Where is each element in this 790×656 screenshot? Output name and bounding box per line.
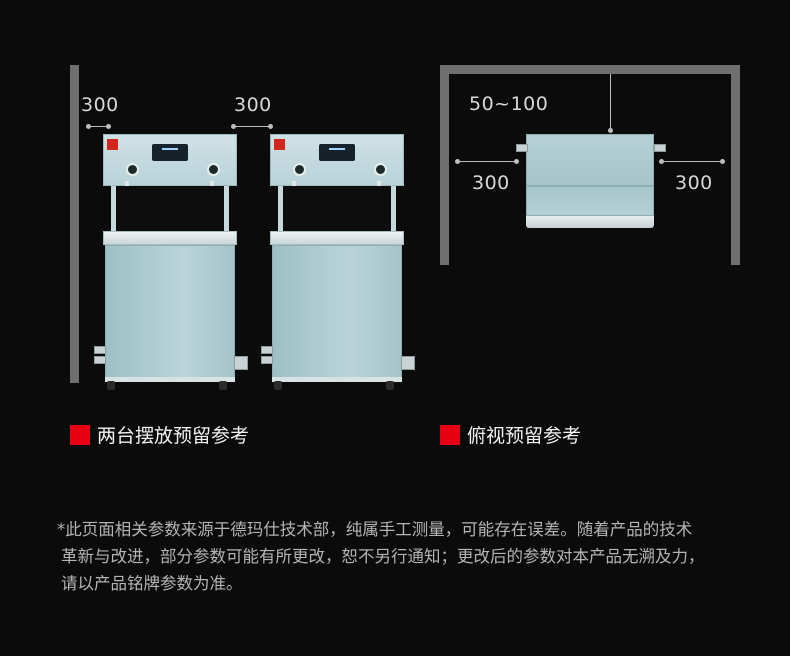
inlet-pipe-icon bbox=[261, 346, 273, 354]
knob-icon bbox=[126, 163, 139, 176]
water-dispenser-1 bbox=[94, 134, 248, 390]
dim-dot bbox=[659, 159, 664, 164]
caption-top-view: 俯视预留参考 bbox=[440, 421, 581, 448]
caption-two-units: 两台摆放预留参考 bbox=[70, 421, 249, 448]
tap-icon bbox=[377, 181, 381, 189]
tap-icon bbox=[292, 181, 296, 189]
cabinet-base bbox=[105, 377, 235, 382]
pipe-icon bbox=[516, 144, 528, 152]
dim-dot bbox=[514, 159, 519, 164]
brand-logo bbox=[274, 139, 285, 150]
drip-ledge bbox=[270, 231, 404, 245]
cup-recess bbox=[111, 186, 229, 232]
inlet-pipe-icon bbox=[94, 356, 106, 364]
caption-text: 两台摆放预留参考 bbox=[97, 425, 250, 447]
cabinet-base bbox=[272, 377, 402, 382]
dim-line-right-gap bbox=[661, 161, 723, 162]
dim-dot bbox=[231, 124, 236, 129]
cup-recess bbox=[278, 186, 396, 232]
dim-line-back-gap bbox=[610, 74, 611, 131]
dim-label-machine-gap: 300 bbox=[234, 94, 272, 116]
disclaimer-line-1: *此页面相关参数来源于德玛仕技术部，纯属手工测量，可能存在误差。随着产品的技术 bbox=[57, 520, 693, 539]
dim-line-left-gap bbox=[456, 161, 518, 162]
wheel-icon bbox=[219, 381, 227, 390]
red-square-icon bbox=[440, 424, 460, 445]
wheel-icon bbox=[274, 381, 282, 390]
dim-dot bbox=[86, 124, 91, 129]
dim-label-right-gap: 300 bbox=[675, 172, 713, 194]
back-wall bbox=[440, 65, 740, 74]
dim-label-back-gap: 50~100 bbox=[469, 93, 549, 115]
dim-label-wall-gap: 300 bbox=[81, 94, 119, 116]
inlet-pipe-icon bbox=[261, 356, 273, 364]
display-screen bbox=[152, 144, 188, 161]
display-screen bbox=[319, 144, 355, 161]
right-side-wall bbox=[731, 65, 740, 265]
drip-ledge bbox=[103, 231, 237, 245]
dim-dot bbox=[720, 159, 725, 164]
disclaimer-note: *此页面相关参数来源于德玛仕技术部，纯属手工测量，可能存在误差。随着产品的技术 … bbox=[57, 516, 757, 597]
water-dispenser-2 bbox=[261, 134, 415, 390]
brand-logo bbox=[107, 139, 118, 150]
caption-text: 俯视预留参考 bbox=[467, 425, 582, 447]
unit-front-ledge bbox=[526, 216, 654, 228]
wheel-icon bbox=[386, 381, 394, 390]
knob-icon bbox=[374, 163, 387, 176]
tap-icon bbox=[210, 181, 214, 189]
dim-dot bbox=[455, 159, 460, 164]
disclaimer-line-2: 革新与改进，部分参数可能有所更改，恕不另行通知；更改后的参数对本产品无溯及力， bbox=[61, 547, 705, 566]
dim-dot bbox=[608, 128, 613, 133]
outlet-pipe-icon bbox=[401, 356, 415, 370]
left-wall bbox=[70, 65, 79, 383]
dim-line-wall-gap bbox=[86, 126, 110, 127]
dim-dot bbox=[106, 124, 111, 129]
dispenser-head bbox=[103, 134, 237, 186]
pipe-icon bbox=[654, 144, 666, 152]
outlet-pipe-icon bbox=[234, 356, 248, 370]
dim-dot bbox=[268, 124, 273, 129]
disclaimer-line-3: 请以产品铭牌参数为准。 bbox=[61, 574, 243, 593]
dim-label-left-gap: 300 bbox=[472, 172, 510, 194]
knob-icon bbox=[293, 163, 306, 176]
cabinet-body bbox=[272, 245, 402, 379]
inlet-pipe-icon bbox=[94, 346, 106, 354]
unit-top-panel bbox=[526, 134, 654, 186]
knob-icon bbox=[207, 163, 220, 176]
dispenser-head bbox=[270, 134, 404, 186]
unit-front-panel bbox=[526, 186, 654, 216]
unit-top-view bbox=[516, 134, 666, 228]
left-side-wall bbox=[440, 65, 449, 265]
dim-line-machine-gap bbox=[232, 126, 272, 127]
tap-icon bbox=[125, 181, 129, 189]
wheel-icon bbox=[107, 381, 115, 390]
cabinet-body bbox=[105, 245, 235, 379]
red-square-icon bbox=[70, 424, 90, 445]
